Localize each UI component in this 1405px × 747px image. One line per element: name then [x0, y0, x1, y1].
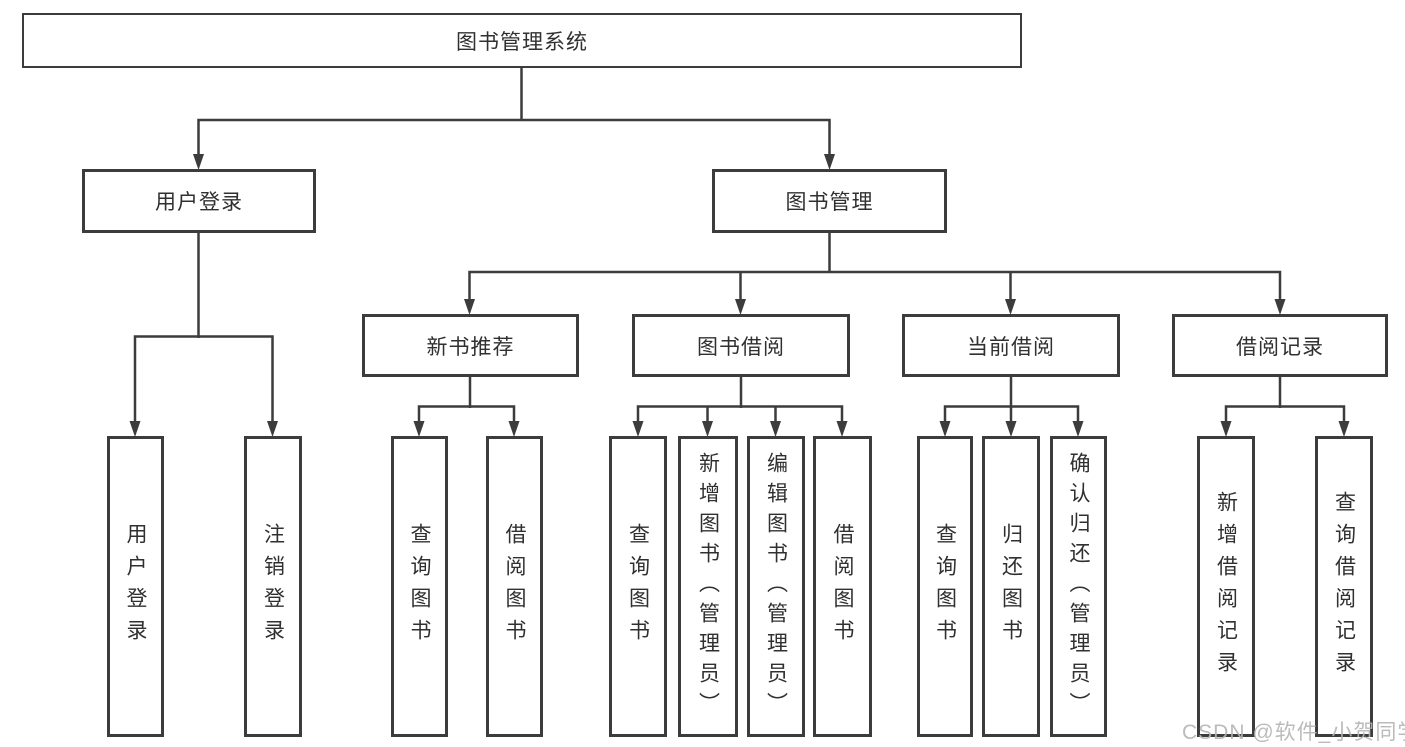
node-leaf-query-books-3: 查询图书	[917, 436, 973, 737]
node-leaf-add-borrow-record: 新增借阅记录	[1197, 436, 1255, 737]
node-leaf-return-books: 归还图书	[982, 436, 1040, 737]
node-label: 当前借阅	[967, 335, 1055, 359]
node-leaf-user-login: 用户登录	[107, 436, 164, 737]
node-leaf-query-borrow-record: 查询借阅记录	[1315, 436, 1373, 737]
node-borrowing-records: 借阅记录	[1172, 314, 1388, 377]
node-leaf-edit-books-admin: 编辑图书（管理员）	[747, 436, 805, 737]
node-label: 借阅记录	[1236, 335, 1324, 359]
node-label: 归还图书	[999, 522, 1023, 651]
node-current-borrowing: 当前借阅	[902, 314, 1120, 377]
node-label: 查询图书	[933, 522, 957, 651]
node-leaf-confirm-return-admin: 确认归还（管理员）	[1050, 436, 1107, 737]
node-leaf-query-books-1: 查询图书	[391, 436, 448, 737]
node-label: 图书借阅	[697, 335, 785, 359]
node-leaf-borrow-books-2: 借阅图书	[813, 436, 872, 737]
node-user-login-section: 用户登录	[82, 169, 316, 233]
node-book-management-section: 图书管理	[712, 169, 947, 233]
node-leaf-add-books-admin: 新增图书（管理员）	[678, 436, 738, 737]
arrowhead-icons	[129, 154, 1350, 437]
node-label: 确认归还（管理员）	[1067, 451, 1090, 722]
node-leaf-query-books-2: 查询图书	[609, 436, 667, 737]
csdn-watermark: CSDN @软件_小贺同学	[1182, 721, 1405, 744]
node-label: 借阅图书	[503, 522, 526, 651]
node-book-borrowing: 图书借阅	[632, 314, 850, 377]
node-leaf-borrow-books-1: 借阅图书	[486, 436, 543, 737]
node-label: 图书管理系统	[456, 30, 588, 54]
node-label: 新书推荐	[426, 335, 515, 359]
node-label: 用户登录	[124, 522, 147, 651]
node-label: 查询图书	[408, 522, 431, 651]
node-library-management-system: 图书管理系统	[22, 13, 1022, 68]
node-label: 新增图书（管理员）	[696, 451, 720, 722]
node-label: 借阅图书	[831, 522, 854, 651]
node-label: 新增借阅记录	[1214, 490, 1238, 683]
node-label: 查询图书	[626, 522, 650, 651]
node-label: 注销登录	[261, 522, 285, 651]
node-label: 图书管理	[785, 191, 874, 214]
node-label: 编辑图书（管理员）	[764, 451, 788, 722]
node-label: 查询借阅记录	[1332, 490, 1356, 683]
node-label: 用户登录	[155, 191, 243, 214]
node-leaf-logout: 注销登录	[244, 436, 302, 737]
node-new-book-recommendation: 新书推荐	[362, 314, 579, 377]
